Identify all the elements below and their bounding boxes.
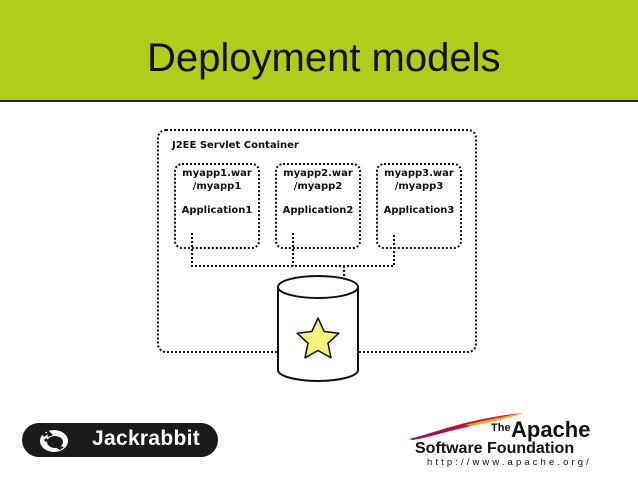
app1-war: myapp1.war <box>182 168 252 179</box>
app1-path: /myapp1 <box>193 181 242 192</box>
connector-lines <box>191 233 395 280</box>
container-label: J2EE Servlet Container <box>171 140 299 151</box>
jackrabbit-logo: Jackrabbit <box>22 423 218 457</box>
feather-icon <box>409 413 523 440</box>
app1-name: Application1 <box>182 205 253 216</box>
app3-path: /myapp3 <box>395 181 444 192</box>
apache-foundation: Software Foundation <box>415 440 575 457</box>
app2-war: myapp2.war <box>283 168 353 179</box>
app3-name: Application3 <box>384 205 455 216</box>
apache-logo: The Apache Software Foundation http://ww… <box>405 411 615 471</box>
jackrabbit-text: Jackrabbit <box>92 427 201 450</box>
repository-cylinder-icon <box>277 275 359 382</box>
slide-title: Deployment models <box>147 36 501 80</box>
app-box-1 <box>174 163 260 249</box>
app-box-2 <box>275 163 361 249</box>
rabbit-icon <box>38 428 68 452</box>
star-icon <box>296 317 340 359</box>
apache-word: Apache <box>511 417 591 442</box>
app2-path: /myapp2 <box>294 181 343 192</box>
apache-the: The <box>491 422 511 434</box>
app2-name: Application2 <box>283 205 354 216</box>
app-box-3 <box>376 163 462 249</box>
app3-war: myapp3.war <box>384 168 454 179</box>
title-bar: Deployment models <box>0 0 638 102</box>
servlet-container-box <box>157 129 477 353</box>
apache-url: http://www.apache.org/ <box>427 457 592 468</box>
